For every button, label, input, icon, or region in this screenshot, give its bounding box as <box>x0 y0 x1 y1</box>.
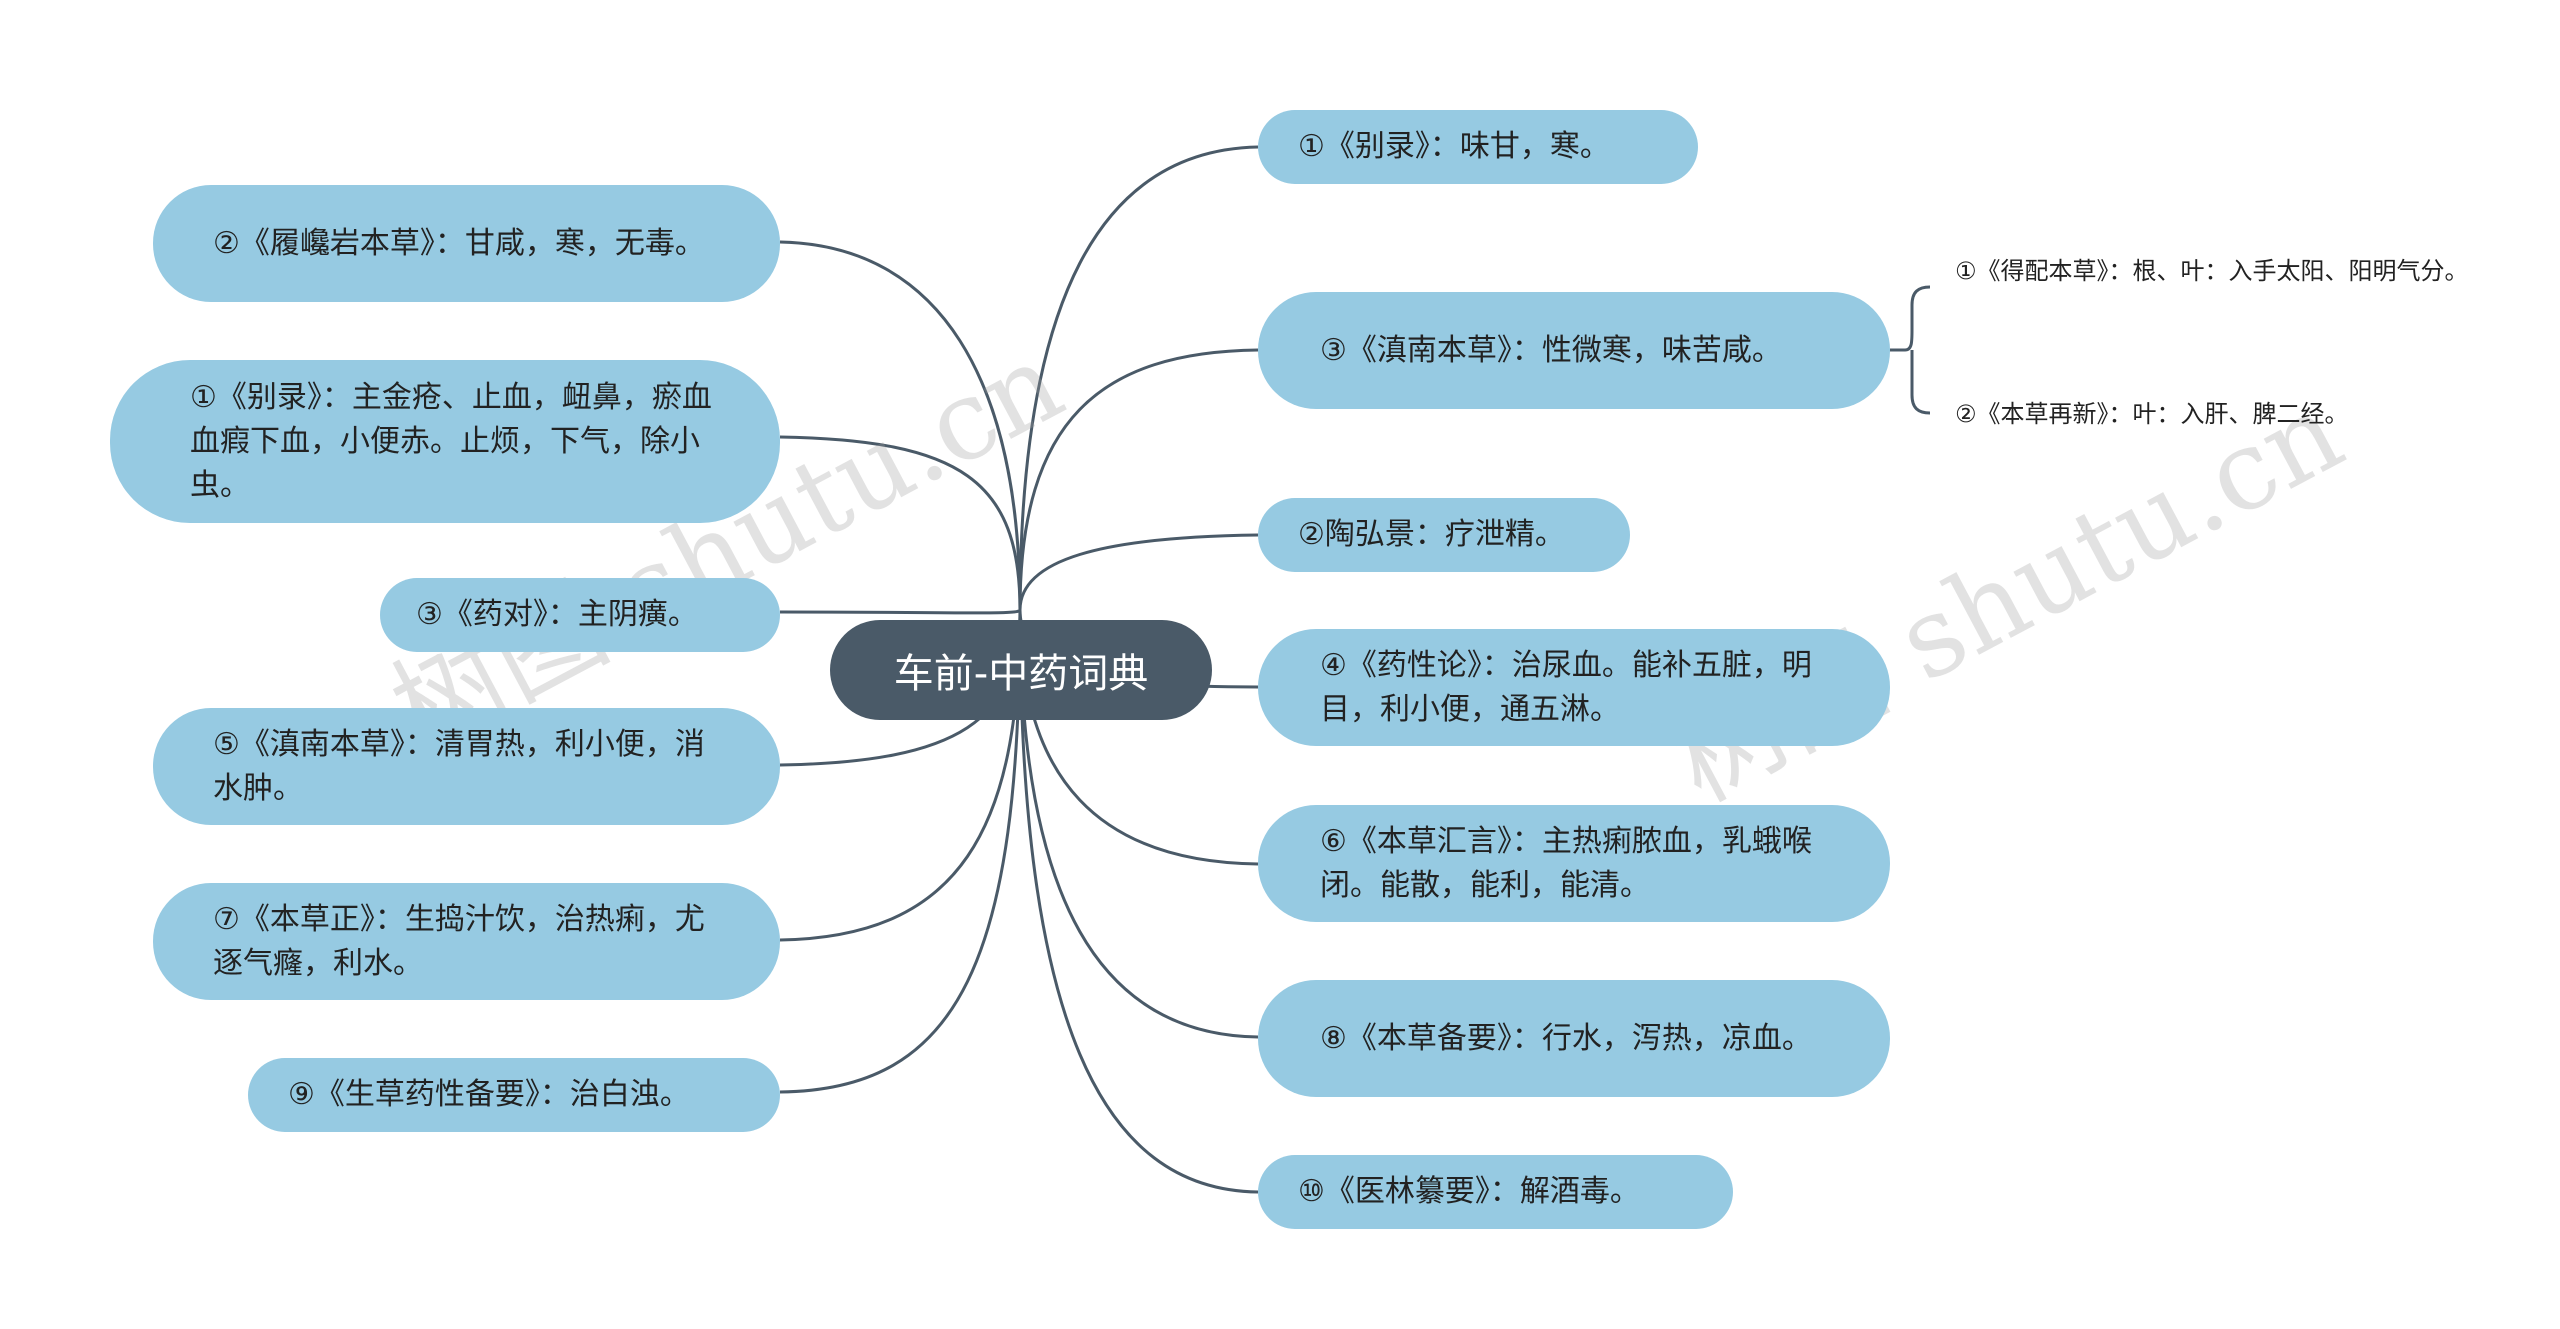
left-node-6[interactable]: ⑨《生草药性备要》：治白浊。 <box>248 1058 780 1132</box>
right-node-1[interactable]: ①《别录》：味甘，寒。 <box>1258 110 1698 184</box>
sub-node-1[interactable]: ①《得配本草》：根、叶：入手太阳、阳明气分。 <box>1955 257 2469 285</box>
left-node-6-text: ⑨《生草药性备要》：治白浊。 <box>288 1077 690 1112</box>
edge-left-1 <box>779 240 1022 611</box>
root-node[interactable]: 车前-中药词典 <box>830 620 1212 720</box>
edge-right-1 <box>1018 145 1259 611</box>
edge-left-6 <box>779 609 1022 1094</box>
edge-right-6 <box>1018 609 1259 1039</box>
right-node-2[interactable]: ③《滇南本草》：性微寒，味苦咸。 <box>1258 292 1890 409</box>
edge-left-2 <box>779 435 1022 611</box>
right-node-6-text: ⑧《本草备要》：行水，泻热，凉血。 <box>1320 1020 1812 1056</box>
left-node-2-text: ①《别录》：主金疮、止血，衄鼻，瘀血血瘕下血，小便赤。止烦，下气，除小虫。 <box>190 379 712 503</box>
left-node-5[interactable]: ⑦《本草正》：生捣汁饮，治热痢，尤逐气癃，利水。 <box>153 883 780 1000</box>
left-node-1[interactable]: ②《履巉岩本草》：甘咸，寒，无毒。 <box>153 185 780 302</box>
right-node-5[interactable]: ⑥《本草汇言》：主热痢脓血，乳蛾喉闭。能散，能利，能清。 <box>1258 805 1890 922</box>
right-node-7[interactable]: ⑩《医林纂要》：解酒毒。 <box>1258 1155 1733 1229</box>
right-node-2-text: ③《滇南本草》：性微寒，味苦咸。 <box>1320 332 1782 368</box>
left-node-3[interactable]: ③《药对》：主阴癀。 <box>380 578 780 652</box>
right-node-5-text: ⑥《本草汇言》：主热痢脓血，乳蛾喉闭。能散，能利，能清。 <box>1320 823 1812 903</box>
left-node-5-text: ⑦《本草正》：生捣汁饮，治热痢，尤逐气癃，利水。 <box>213 901 705 981</box>
root-title: 车前-中药词典 <box>893 651 1149 697</box>
edge-sub-bracket <box>1890 285 1931 415</box>
left-node-4-text: ⑤《滇南本草》：清胃热，利小便，消水肿。 <box>213 726 705 806</box>
right-node-7-text: ⑩《医林纂要》：解酒毒。 <box>1298 1174 1640 1209</box>
sub-node-2[interactable]: ②《本草再新》：叶：入肝、脾二经。 <box>1955 400 2349 428</box>
edge-right-2 <box>1018 348 1259 611</box>
edge-right-7 <box>1018 609 1259 1194</box>
right-node-4[interactable]: ④《药性论》：治尿血。能补五脏，明目，利小便，通五淋。 <box>1258 629 1890 746</box>
edge-right-3 <box>1018 533 1259 611</box>
right-node-3[interactable]: ②陶弘景：疗泄精。 <box>1258 498 1630 572</box>
left-node-1-text: ②《履巉岩本草》：甘咸，寒，无毒。 <box>213 225 705 261</box>
left-node-3-text: ③《药对》：主阴癀。 <box>416 597 698 632</box>
right-node-1-text: ①《别录》：味甘，寒。 <box>1298 129 1610 164</box>
right-node-3-text: ②陶弘景：疗泄精。 <box>1298 517 1565 552</box>
edge-left-3 <box>779 608 1022 615</box>
right-node-4-text: ④《药性论》：治尿血。能补五脏，明目，利小便，通五淋。 <box>1320 647 1812 727</box>
left-node-2[interactable]: ①《别录》：主金疮、止血，衄鼻，瘀血血瘕下血，小便赤。止烦，下气，除小虫。 <box>110 360 780 523</box>
left-node-4[interactable]: ⑤《滇南本草》：清胃热，利小便，消水肿。 <box>153 708 780 825</box>
right-node-6[interactable]: ⑧《本草备要》：行水，泻热，凉血。 <box>1258 980 1890 1097</box>
